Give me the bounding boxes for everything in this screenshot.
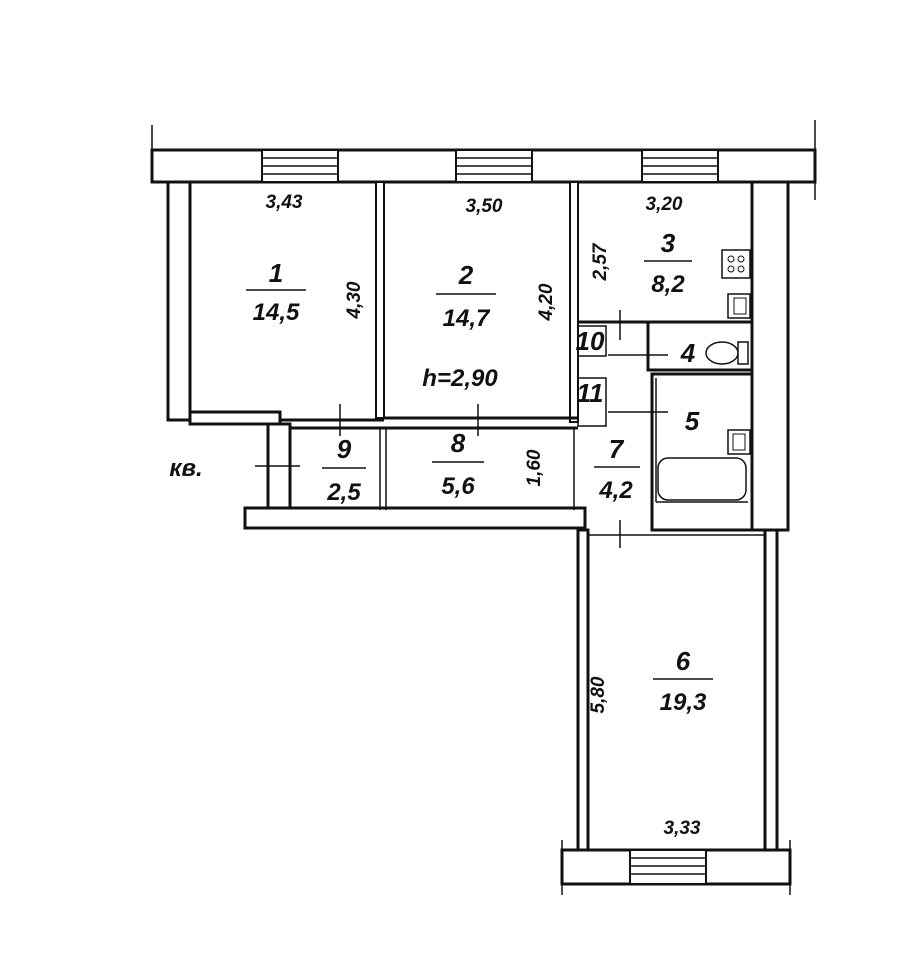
svg-text:5,6: 5,6 <box>441 473 475 500</box>
svg-text:14,5: 14,5 <box>253 299 300 326</box>
room-11-label: 11 <box>577 378 604 408</box>
kitchen-sink-icon <box>727 293 751 319</box>
svg-text:3: 3 <box>661 228 676 258</box>
dim-room6-length: 5,80 <box>588 676 609 713</box>
washbasin-icon <box>727 429 751 455</box>
svg-text:1: 1 <box>269 258 283 288</box>
room-8-label: 8 5,6 <box>432 428 484 500</box>
room-2-label: 2 14,7 <box>436 260 496 332</box>
svg-text:4,2: 4,2 <box>598 477 633 504</box>
dim-room8-length: 1,60 <box>524 449 545 486</box>
room-3-label: 3 8,2 <box>644 228 692 298</box>
entrance-label: кв. <box>169 455 202 482</box>
stove-icon <box>721 249 751 279</box>
bathtub-icon <box>657 457 747 501</box>
room-1-label: 1 14,5 <box>246 258 306 326</box>
svg-text:2: 2 <box>458 260 474 290</box>
partitions <box>280 181 754 532</box>
svg-text:8: 8 <box>451 428 466 458</box>
ceiling-height-label: h=2,90 <box>422 365 498 392</box>
room-5-label: 5 <box>685 406 700 436</box>
svg-text:2,5: 2,5 <box>326 479 361 506</box>
dim-room3-length: 2,57 <box>590 242 611 281</box>
room-7-label: 7 4,2 <box>594 434 640 504</box>
svg-text:19,3: 19,3 <box>660 689 707 716</box>
window-room-2 <box>455 149 533 183</box>
room-9-label: 9 2,5 <box>322 434 366 506</box>
dim-room1-length: 4,30 <box>344 281 365 319</box>
window-room-3 <box>641 149 719 183</box>
toilet-icon <box>705 341 749 365</box>
dim-room6-width: 3,33 <box>664 818 701 839</box>
window-room-1 <box>261 149 339 183</box>
svg-text:7: 7 <box>609 434 625 464</box>
dim-room1-width: 3,43 <box>266 192 303 213</box>
svg-text:6: 6 <box>676 646 691 676</box>
room-10-label: 10 <box>576 326 605 356</box>
window-room-6 <box>629 849 707 885</box>
dim-room3-width: 3,20 <box>646 194 683 215</box>
room-6-label: 6 19,3 <box>653 646 713 716</box>
svg-text:14,7: 14,7 <box>443 305 491 332</box>
door-marks <box>255 310 668 548</box>
room-4-label: 4 <box>680 338 696 368</box>
svg-text:9: 9 <box>337 434 352 464</box>
svg-text:8,2: 8,2 <box>651 271 685 298</box>
dim-room2-length: 4,20 <box>536 283 557 321</box>
outer-walls <box>150 120 817 895</box>
dim-room2-width: 3,50 <box>466 196 503 217</box>
